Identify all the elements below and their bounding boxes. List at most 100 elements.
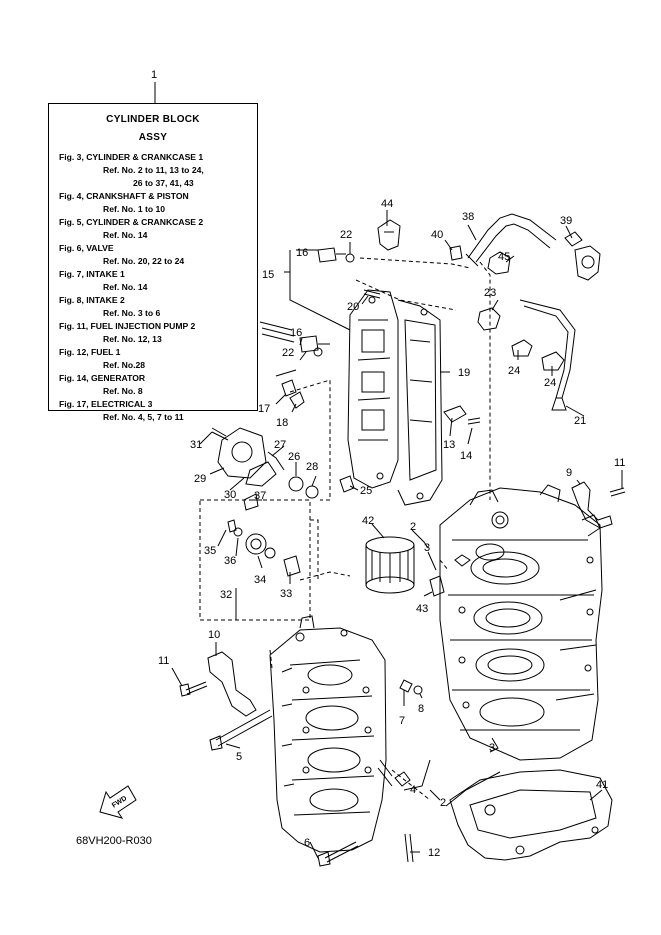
callout-number: 25 xyxy=(360,485,372,497)
fitting-39 xyxy=(564,231,601,281)
callout-number: 26 xyxy=(288,451,300,463)
gasket xyxy=(449,769,613,861)
reference-line: Ref. No. 8 xyxy=(103,386,143,396)
callout-number: 43 xyxy=(416,603,428,615)
reference-line: 26 to 37, 41, 43 xyxy=(133,178,194,188)
reference-line: Fig. 17, ELECTRICAL 3 xyxy=(59,399,153,409)
callout-number: 8 xyxy=(418,703,424,715)
callout-number: 31 xyxy=(190,439,202,451)
guide-lines xyxy=(269,257,491,801)
callout-number: 42 xyxy=(362,515,374,527)
crankcase xyxy=(269,615,393,853)
callout-number: 21 xyxy=(574,415,586,427)
callout-number: 40 xyxy=(431,229,443,241)
callout-number: 37 xyxy=(254,490,266,502)
box-subtitle: ASSY xyxy=(138,132,168,143)
anode-13 xyxy=(443,405,467,423)
reference-line: Ref. No.28 xyxy=(103,360,146,370)
callout-number: 11 xyxy=(158,655,169,667)
clamp-23 xyxy=(477,307,501,331)
callout-number: 9 xyxy=(566,467,572,479)
callout-number: 35 xyxy=(204,545,216,557)
reference-box: CYLINDER BLOCK ASSY Fig. 3, CYLINDER & C… xyxy=(48,103,258,422)
callout-number: 32 xyxy=(220,589,232,601)
callout-number: 20 xyxy=(347,301,359,313)
callout-number: 4 xyxy=(410,784,416,796)
fwd-arrow-icon: FWD xyxy=(99,785,137,819)
reference-line: Fig. 3, CYLINDER & CRANKCASE 1 xyxy=(59,152,204,162)
callout-number: 7 xyxy=(399,715,405,727)
cap-33 xyxy=(283,555,301,577)
callout-number: 2 xyxy=(440,797,446,809)
seal-26 xyxy=(288,476,304,492)
part-40 xyxy=(449,245,463,261)
part-27 xyxy=(267,451,285,471)
callout-number: 24 xyxy=(508,365,520,377)
reference-line: Ref. No. 1 to 10 xyxy=(103,204,166,214)
reference-line: Ref. No. 4, 5, 7 to 11 xyxy=(103,412,184,422)
callout-number: 2 xyxy=(410,521,416,533)
clamp-44 xyxy=(377,219,401,251)
callout-number: 16 xyxy=(296,247,308,259)
callout-number: 17 xyxy=(258,403,270,415)
reference-line: Fig. 12, FUEL 1 xyxy=(59,347,121,357)
reference-line: Ref. No. 14 xyxy=(103,230,148,240)
callout-number: 36 xyxy=(224,555,236,567)
callout-number: 13 xyxy=(443,439,455,451)
callout-number: 22 xyxy=(282,347,294,359)
reference-line: Fig. 6, VALVE xyxy=(59,243,114,253)
reference-line: Ref. No. 2 to 11, 13 to 24, xyxy=(103,165,204,175)
seal-34 xyxy=(245,533,267,555)
callout-number: 10 xyxy=(208,629,220,641)
callout-number: 28 xyxy=(306,461,318,473)
reference-line: Fig. 7, INTAKE 1 xyxy=(59,269,125,279)
callout-number: 29 xyxy=(194,473,206,485)
reference-line: Fig. 5, CYLINDER & CRANKCASE 2 xyxy=(59,217,204,227)
reference-line: Ref. No. 20, 22 to 24 xyxy=(103,256,185,266)
fitting-16b xyxy=(299,335,330,353)
reference-line: Ref. No. 3 to 6 xyxy=(103,308,161,318)
callout-number: 1 xyxy=(151,69,157,81)
callout-number: 22 xyxy=(340,229,352,241)
bracket-9 xyxy=(571,481,613,529)
reference-line: Fig. 4, CRANKSHAFT & PISTON xyxy=(59,191,189,201)
ring-28 xyxy=(305,485,319,499)
callout-number: 14 xyxy=(460,450,472,462)
callout-number: 45 xyxy=(498,251,510,263)
callout-number: 38 xyxy=(462,211,474,223)
callout-number: 30 xyxy=(224,489,236,501)
callout-number: 27 xyxy=(274,439,286,451)
callout-number: 15 xyxy=(262,269,274,281)
callout-number: 3 xyxy=(424,542,430,554)
reference-line: Fig. 14, GENERATOR xyxy=(59,373,146,383)
callout-number: 41 xyxy=(596,779,608,791)
callout-number: 16 xyxy=(290,327,302,339)
callout-number: 33 xyxy=(280,588,292,600)
pipe-21 xyxy=(519,299,576,399)
reference-line: Ref. No. 14 xyxy=(103,282,148,292)
clip-24a xyxy=(511,339,533,357)
thermostat-cover xyxy=(217,427,277,487)
diagram-code: 68VH200-R030 xyxy=(76,835,152,847)
reference-line: Fig. 8, INTAKE 2 xyxy=(59,295,125,305)
ring-22b xyxy=(313,347,323,357)
callout-number: 24 xyxy=(544,377,556,389)
callout-number: 18 xyxy=(276,417,288,429)
callout-number: 44 xyxy=(381,198,393,210)
callout-number: 5 xyxy=(236,751,242,763)
leader-lines xyxy=(154,82,623,859)
ring-22a xyxy=(345,253,355,263)
clip-24b xyxy=(541,351,565,371)
box-title: CYLINDER BLOCK xyxy=(106,114,200,125)
exhaust-cover xyxy=(347,289,443,506)
callout-number: 39 xyxy=(560,215,572,227)
fitting-16a xyxy=(317,247,346,263)
gasket-18 xyxy=(289,391,305,409)
clamp-45 xyxy=(487,251,511,275)
callout-number: 23 xyxy=(484,287,496,299)
bolts xyxy=(179,289,626,867)
callout-number: 3 xyxy=(489,742,495,754)
callout-number: 11 xyxy=(614,457,625,469)
cylinder-block xyxy=(439,484,603,761)
